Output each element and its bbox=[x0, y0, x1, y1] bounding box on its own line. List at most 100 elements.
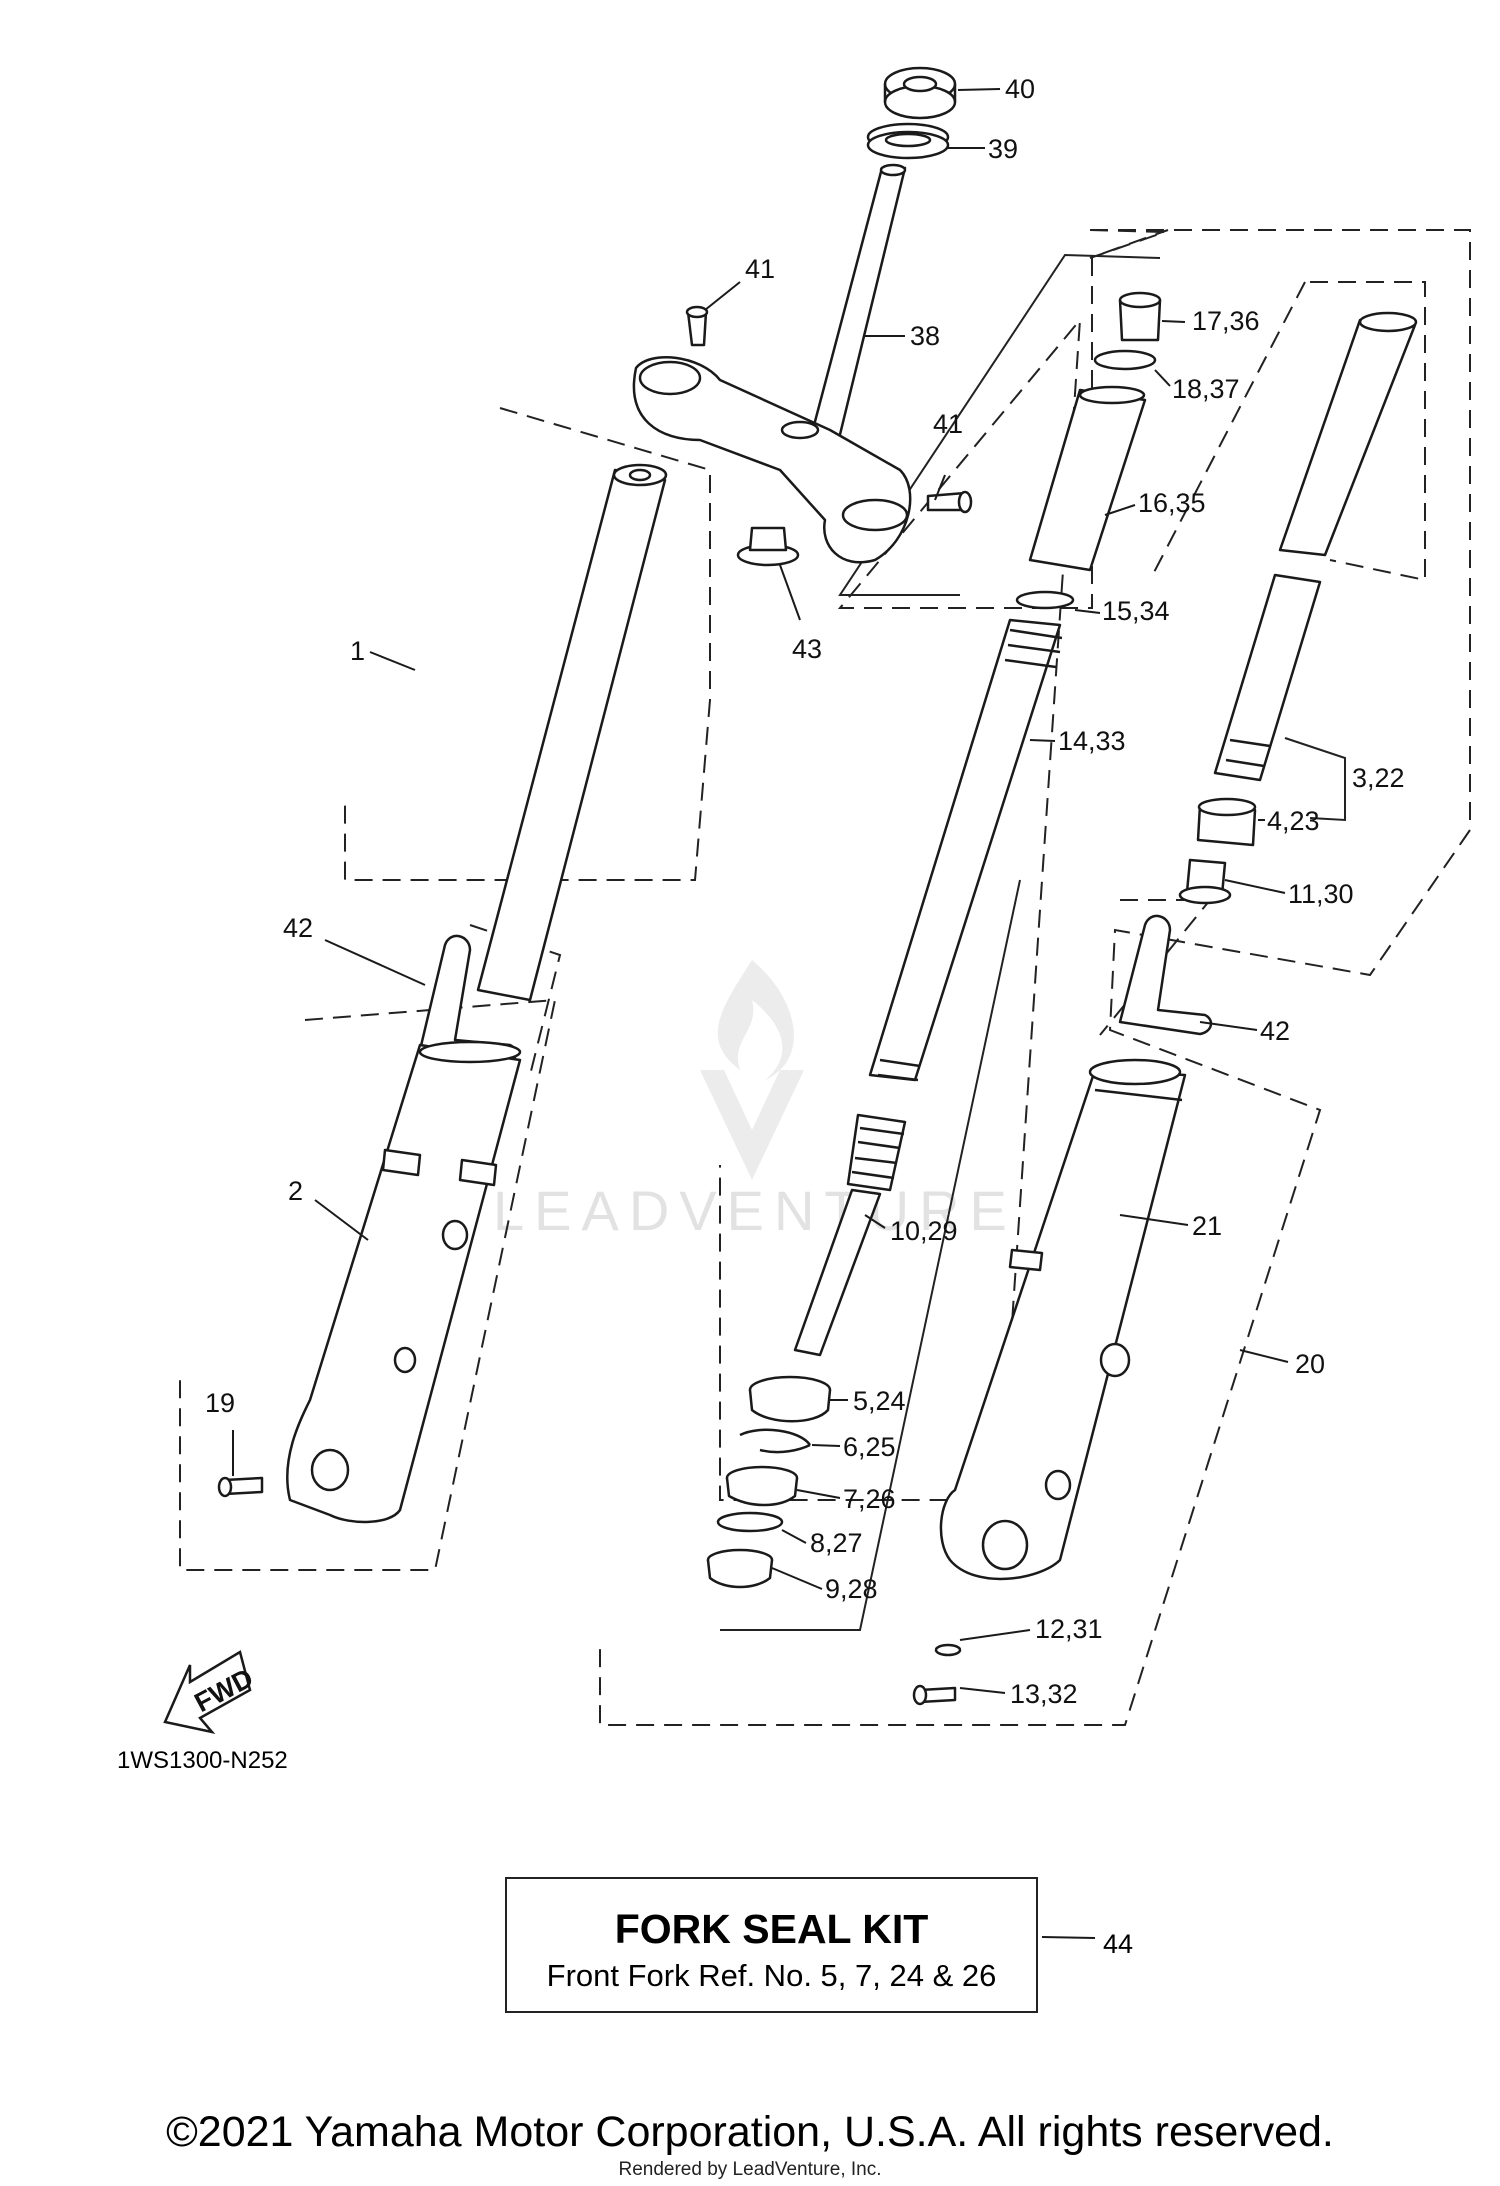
bracket-damper-top bbox=[838, 253, 1161, 596]
leader-15 bbox=[1074, 609, 1101, 614]
part-inner-tube-left-icon bbox=[476, 463, 668, 1002]
leader-1 bbox=[369, 651, 416, 671]
callout-5-24: 5,24 bbox=[853, 1386, 906, 1416]
part-piston-icon bbox=[1178, 858, 1232, 905]
callout-11-30: 11,30 bbox=[1288, 879, 1354, 909]
leader-17 bbox=[1161, 320, 1186, 323]
callout-20: 20 bbox=[1295, 1349, 1325, 1379]
group-brackets bbox=[720, 253, 1346, 1631]
bracket-damper-bottom bbox=[720, 879, 1021, 1631]
leader-42b bbox=[1199, 1021, 1258, 1031]
callout-41b: 41 bbox=[933, 409, 963, 439]
bracket-3-22 bbox=[1284, 737, 1346, 822]
part-damper-rod-icon bbox=[793, 1113, 907, 1357]
part-clip-icon bbox=[739, 1428, 812, 1454]
callout-4-23: 4,23 bbox=[1267, 806, 1320, 836]
leader-43 bbox=[779, 564, 801, 621]
part-oil-seal-icon bbox=[725, 1465, 799, 1507]
fork-seal-kit-box: FORK SEAL KIT Front Fork Ref. No. 5, 7, … bbox=[505, 1877, 1038, 2013]
part-fork-guard-right-icon bbox=[1118, 914, 1213, 1036]
leader-21 bbox=[1119, 1214, 1189, 1226]
callout-16-35: 16,35 bbox=[1138, 488, 1206, 518]
callout-12-31: 12,31 bbox=[1035, 1614, 1103, 1644]
part-bushing-icon bbox=[706, 1548, 774, 1589]
callout-17-36: 17,36 bbox=[1192, 306, 1260, 336]
part-cap-bolt-icon bbox=[1118, 291, 1162, 342]
leader-40 bbox=[957, 88, 1001, 91]
callout-43: 43 bbox=[792, 634, 822, 664]
callout-19: 19 bbox=[205, 1388, 235, 1418]
part-washer-icon bbox=[716, 1511, 784, 1533]
kit-subtitle: Front Fork Ref. No. 5, 7, 24 & 26 bbox=[546, 1958, 997, 1993]
leader-16 bbox=[1104, 504, 1136, 516]
part-bolt-icon bbox=[926, 490, 973, 514]
watermark-v-icon bbox=[700, 1070, 804, 1180]
group-outline-damper bbox=[719, 258, 1093, 1501]
callout-10-29: 10,29 bbox=[890, 1216, 958, 1246]
leader-41a bbox=[704, 281, 741, 311]
part-outer-tube-left-icon bbox=[286, 1040, 522, 1524]
leader-10 bbox=[864, 1214, 886, 1229]
callout-3-22: 3,22 bbox=[1352, 763, 1405, 793]
callout-1: 1 bbox=[350, 636, 365, 666]
callout-39: 39 bbox=[988, 134, 1018, 164]
leader-9 bbox=[771, 1567, 823, 1590]
leader-lines bbox=[232, 88, 1289, 1939]
part-o-ring-icon bbox=[1093, 349, 1157, 371]
part-guide-bush-icon bbox=[1196, 797, 1257, 847]
part-dust-seal-icon bbox=[748, 1375, 832, 1423]
part-under-bracket-icon bbox=[632, 356, 912, 564]
leader-18 bbox=[1154, 369, 1171, 387]
callout-labels: 40 39 41 38 41 43 1 42 2 19 17,36 18,37 … bbox=[205, 74, 1405, 1709]
callout-40: 40 bbox=[1005, 74, 1035, 104]
callout-42b: 42 bbox=[1260, 1016, 1290, 1046]
part-bolt-icon bbox=[912, 1684, 957, 1706]
callout-42a: 42 bbox=[283, 913, 313, 943]
callout-2: 2 bbox=[288, 1176, 303, 1206]
callout-8-27: 8,27 bbox=[810, 1528, 863, 1558]
part-collar-nut-icon bbox=[736, 526, 800, 567]
group-outline-spring-box bbox=[1310, 281, 1426, 582]
rendered-by-text: Rendered by LeadVenture, Inc. bbox=[618, 2159, 882, 2180]
watermark-flame-icon bbox=[717, 960, 794, 1080]
callout-21: 21 bbox=[1192, 1211, 1222, 1241]
part-washer-icon bbox=[866, 122, 950, 160]
part-washer-icon bbox=[1015, 590, 1075, 610]
callout-38: 38 bbox=[910, 321, 940, 351]
part-outer-tube-right-icon bbox=[939, 1058, 1187, 1581]
part-collar-tube-icon bbox=[1028, 385, 1147, 572]
leader-44 bbox=[1041, 1936, 1096, 1939]
group-outline-right-top bbox=[1089, 229, 1169, 259]
callout-14-33: 14,33 bbox=[1058, 726, 1126, 756]
fwd-arrow-icon: FWD bbox=[163, 1650, 258, 1734]
part-fork-spring-icon bbox=[868, 618, 1063, 1082]
part-washer-icon bbox=[934, 1643, 962, 1657]
leader-6 bbox=[811, 1444, 841, 1447]
part-inner-tube-right-icon bbox=[1213, 311, 1418, 782]
leader-41b bbox=[934, 474, 946, 501]
callout-7-26: 7,26 bbox=[843, 1484, 896, 1514]
callout-18-37: 18,37 bbox=[1172, 374, 1240, 404]
callout-13-32: 13,32 bbox=[1010, 1679, 1078, 1709]
watermark-text: LEADVENTURE bbox=[493, 1179, 1017, 1242]
kit-ref-number: 44 bbox=[1103, 1929, 1134, 1959]
callout-15-34: 15,34 bbox=[1102, 596, 1170, 626]
leader-11 bbox=[1224, 879, 1286, 894]
group-outline-inner-tube bbox=[344, 407, 711, 881]
part-steering-stem-icon bbox=[806, 163, 907, 457]
leader-13 bbox=[959, 1687, 1006, 1694]
watermark: LEADVENTURE bbox=[493, 960, 1017, 1242]
leader-20 bbox=[1239, 1349, 1289, 1363]
kit-title: FORK SEAL KIT bbox=[614, 1906, 929, 1952]
callout-6-25: 6,25 bbox=[843, 1432, 896, 1462]
callout-9-28: 9,28 bbox=[825, 1574, 878, 1604]
parts bbox=[217, 66, 1418, 1706]
diagram-code: 1WS1300-N252 bbox=[117, 1747, 288, 1774]
leader-7 bbox=[796, 1489, 841, 1499]
leader-8 bbox=[781, 1529, 807, 1544]
part-ring-nut-icon bbox=[883, 66, 957, 120]
group-outline-fork-left-lower bbox=[179, 998, 557, 1571]
leader-12 bbox=[959, 1629, 1031, 1641]
copyright-text: ©2021 Yamaha Motor Corporation, U.S.A. A… bbox=[166, 2108, 1334, 2156]
